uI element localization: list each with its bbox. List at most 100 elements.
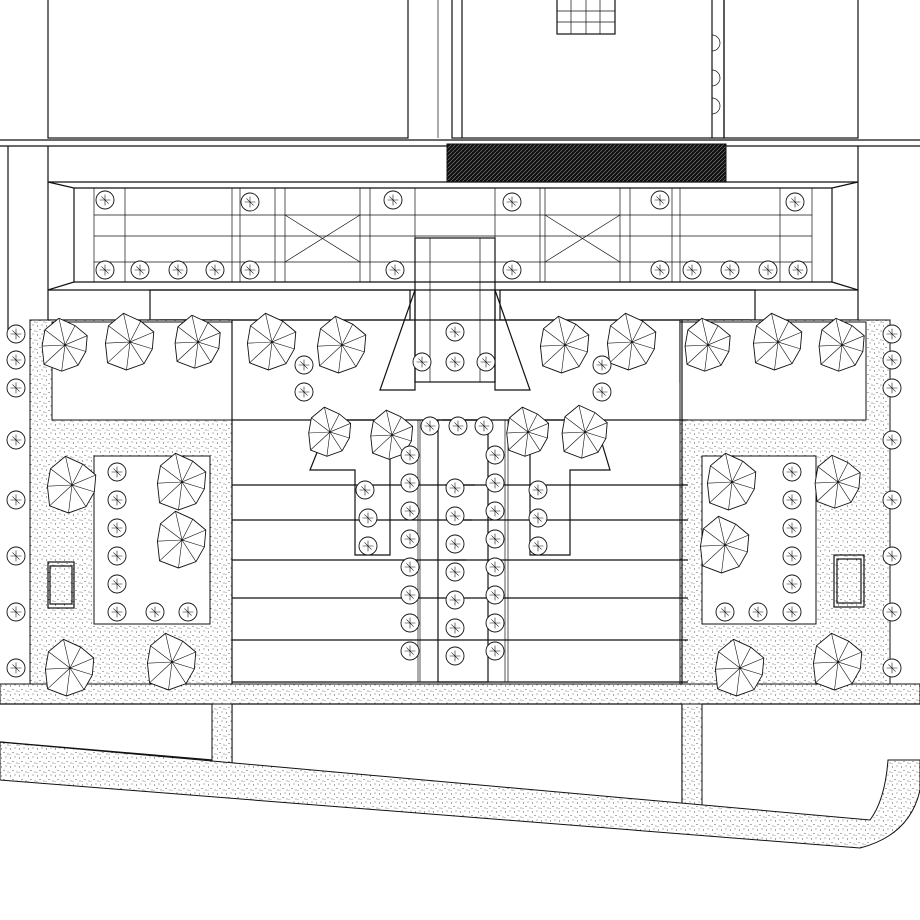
round-shrub-icon <box>485 473 505 493</box>
faceted-polygon-tree-icon <box>156 510 207 569</box>
round-shrub-icon <box>882 324 902 344</box>
round-shrub-icon <box>502 260 522 280</box>
round-shrub-icon <box>6 430 26 450</box>
faceted-polygon-tree-icon <box>752 312 803 371</box>
round-shrub-icon <box>485 557 505 577</box>
round-shrub-icon <box>168 260 188 280</box>
round-shrub-icon <box>400 445 420 465</box>
faceted-polygon-tree-icon <box>606 312 657 371</box>
round-shrub-icon <box>445 618 465 638</box>
round-shrub-icon <box>400 501 420 521</box>
round-shrub-icon <box>592 355 612 375</box>
faceted-polygon-tree-icon <box>561 404 608 459</box>
round-shrub-icon <box>882 378 902 398</box>
round-shrub-icon <box>178 602 198 622</box>
round-shrub-icon <box>445 478 465 498</box>
round-shrub-icon <box>445 562 465 582</box>
round-shrub-icon <box>445 352 465 372</box>
central-allee <box>437 419 489 683</box>
faceted-polygon-tree-icon <box>41 317 88 372</box>
round-shrub-icon <box>782 602 802 622</box>
entrance-paving-band <box>446 143 727 183</box>
faceted-polygon-tree-icon <box>812 632 863 691</box>
round-shrub-icon <box>294 382 314 402</box>
round-shrub-icon <box>448 416 468 436</box>
faceted-polygon-tree-icon <box>46 455 97 514</box>
faceted-polygon-tree-icon <box>370 409 414 460</box>
round-shrub-icon <box>476 352 496 372</box>
faceted-polygon-tree-icon <box>104 312 155 371</box>
round-shrub-icon <box>107 602 127 622</box>
faceted-polygon-tree-icon <box>814 454 861 509</box>
round-shrub-icon <box>445 534 465 554</box>
round-shrub-icon <box>385 260 405 280</box>
round-shrub-icon <box>107 546 127 566</box>
round-shrub-icon <box>412 352 432 372</box>
faceted-polygon-tree-icon <box>44 638 95 697</box>
round-shrub-icon <box>682 260 702 280</box>
building-entrance-hall <box>451 0 725 139</box>
round-shrub-icon <box>400 529 420 549</box>
faceted-polygon-tree-icon <box>156 452 207 511</box>
shrub-group <box>6 190 902 678</box>
round-shrub-icon <box>240 192 260 212</box>
faceted-polygon-tree-icon <box>684 317 731 372</box>
faceted-polygon-tree-icon <box>699 515 750 574</box>
faceted-polygon-tree-icon <box>818 317 865 372</box>
round-shrub-icon <box>748 602 768 622</box>
round-shrub-icon <box>882 602 902 622</box>
round-shrub-icon <box>882 490 902 510</box>
round-shrub-icon <box>485 585 505 605</box>
round-shrub-icon <box>650 190 670 210</box>
round-shrub-icon <box>400 557 420 577</box>
round-shrub-icon <box>445 506 465 526</box>
round-shrub-icon <box>6 324 26 344</box>
round-shrub-icon <box>502 192 522 212</box>
round-shrub-icon <box>205 260 225 280</box>
round-shrub-icon <box>420 416 440 436</box>
round-shrub-icon <box>445 322 465 342</box>
faceted-polygon-tree-icon <box>146 632 197 691</box>
round-shrub-icon <box>782 490 802 510</box>
round-shrub-icon <box>400 585 420 605</box>
round-shrub-icon <box>130 260 150 280</box>
round-shrub-icon <box>882 546 902 566</box>
round-shrub-icon <box>355 480 375 500</box>
round-shrub-icon <box>6 658 26 678</box>
faceted-polygon-tree-icon <box>316 315 367 374</box>
street-sidewalk <box>0 741 920 849</box>
round-shrub-icon <box>358 536 378 556</box>
round-shrub-icon <box>400 641 420 661</box>
round-shrub-icon <box>528 508 548 528</box>
round-shrub-icon <box>485 641 505 661</box>
round-shrub-icon <box>782 518 802 538</box>
round-shrub-icon <box>485 529 505 549</box>
faceted-polygon-tree-icon <box>246 312 297 371</box>
round-shrub-icon <box>6 602 26 622</box>
round-shrub-icon <box>294 355 314 375</box>
round-shrub-icon <box>882 430 902 450</box>
round-shrub-icon <box>720 260 740 280</box>
round-shrub-icon <box>782 546 802 566</box>
faceted-polygon-tree-icon <box>706 452 757 511</box>
round-shrub-icon <box>107 518 127 538</box>
round-shrub-icon <box>474 416 494 436</box>
round-shrub-icon <box>445 590 465 610</box>
building-wing-right <box>723 0 859 139</box>
round-shrub-icon <box>715 602 735 622</box>
round-shrub-icon <box>240 260 260 280</box>
round-shrub-icon <box>785 192 805 212</box>
round-shrub-icon <box>145 602 165 622</box>
round-shrub-icon <box>107 574 127 594</box>
round-shrub-icon <box>6 490 26 510</box>
round-shrub-icon <box>358 508 378 528</box>
round-shrub-icon <box>485 613 505 633</box>
round-shrub-icon <box>107 490 127 510</box>
round-shrub-icon <box>782 574 802 594</box>
faceted-polygon-tree-icon <box>714 638 765 697</box>
round-shrub-icon <box>400 613 420 633</box>
faceted-polygon-tree-icon <box>506 406 550 457</box>
large-tree-group <box>41 312 865 697</box>
round-shrub-icon <box>485 501 505 521</box>
